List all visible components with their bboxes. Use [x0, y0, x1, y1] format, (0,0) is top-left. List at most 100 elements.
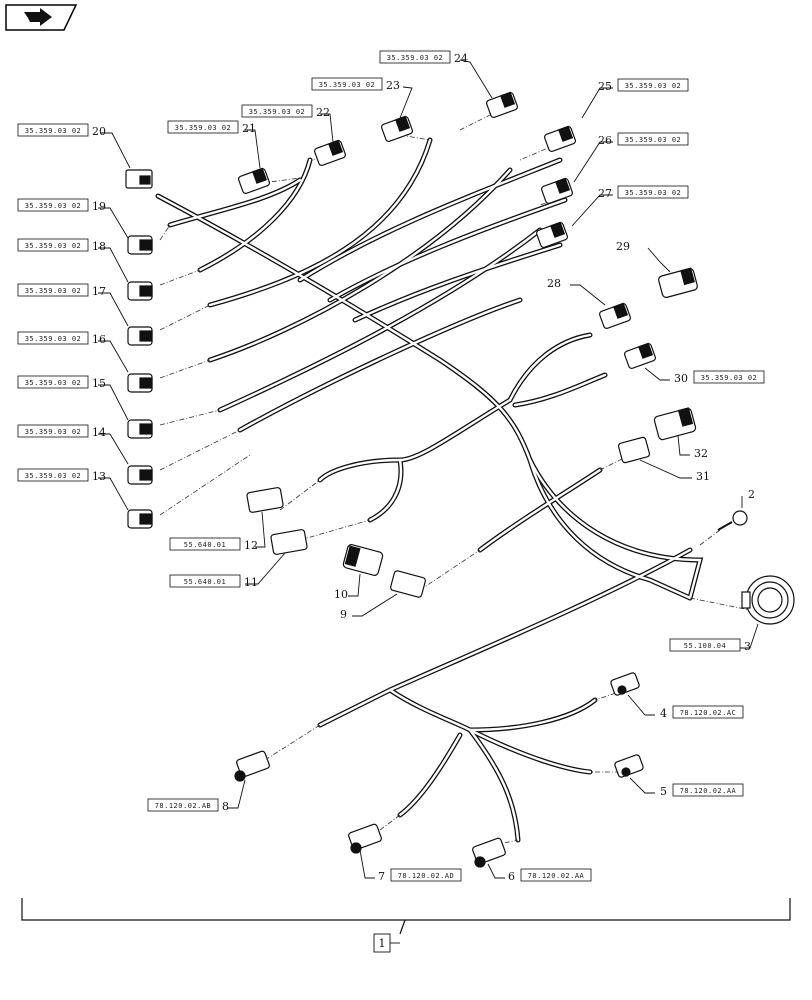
connector-9 — [390, 570, 426, 598]
connector-6 — [472, 837, 506, 868]
callout-25: 35.359.03 02 25 — [598, 78, 689, 93]
callout-11: 55.640.01 11 — [169, 574, 258, 589]
connectors — [125, 91, 795, 868]
reference-code: 78.120.02.AA — [680, 787, 737, 795]
item-number: 22 — [316, 106, 330, 119]
reference-box — [520, 868, 592, 882]
connector-24 — [486, 91, 518, 119]
connector-28 — [599, 302, 631, 330]
callout-4: 78.120.02.AC4 — [660, 705, 744, 720]
item-number: 10 — [334, 588, 348, 601]
callout-2: 2 — [748, 488, 755, 501]
reference-code: 35.359.03 02 — [25, 335, 82, 343]
nav-button[interactable] — [5, 4, 78, 31]
reference-box — [167, 120, 239, 134]
reference-code: 35.359.03 02 — [625, 189, 682, 197]
reference-code: 78.120.02.AD — [398, 872, 455, 880]
connector-21 — [238, 167, 270, 195]
round-connector-3 — [741, 575, 795, 625]
reference-box — [672, 705, 744, 719]
reference-box — [390, 868, 462, 882]
callout-7: 78.120.02.AD 7 — [378, 868, 462, 883]
reference-code: 35.359.03 02 — [625, 82, 682, 90]
reference-code: 78.120.02.AC — [680, 709, 737, 717]
item-number: 26 — [598, 134, 612, 147]
reference-box — [169, 574, 241, 588]
item-number: 11 — [244, 576, 258, 589]
callout-32: 32 — [694, 447, 708, 460]
callout-29: 29 — [616, 240, 630, 253]
reference-code: 35.359.03 02 — [625, 136, 682, 144]
connector-8 — [234, 750, 270, 782]
item-number: 31 — [696, 470, 710, 483]
reference-box — [17, 375, 89, 389]
reference-box — [311, 77, 383, 91]
reference-code: 35.359.03 02 — [25, 242, 82, 250]
reference-code: 35.359.03 02 — [175, 124, 232, 132]
item-number: 23 — [386, 79, 400, 92]
reference-box — [379, 50, 451, 64]
item-number: 14 — [92, 426, 106, 439]
arrow-next-icon — [24, 8, 52, 26]
reference-box — [17, 424, 89, 438]
connector-30 — [624, 342, 656, 370]
reference-code: 35.359.03 02 — [25, 127, 82, 135]
callout-12: 55.640.01 12 — [169, 537, 258, 552]
connector-16 — [127, 373, 153, 393]
callout-31: 31 — [696, 470, 710, 483]
item-number: 25 — [598, 80, 612, 93]
callout-5: 78.120.02.AA5 — [660, 783, 744, 798]
callout-20: 35.359.03 02 20 — [17, 123, 106, 138]
assembly-number: 1 — [379, 937, 386, 950]
item-number: 30 — [674, 372, 688, 385]
item-number: 9 — [340, 608, 347, 621]
reference-code: 35.359.03 02 — [25, 202, 82, 210]
connector-20 — [125, 169, 153, 189]
item-number: 12 — [244, 539, 258, 552]
item-number: 7 — [378, 870, 385, 883]
callout-21: 35.359.03 02 21 — [167, 120, 256, 135]
callout-22: 35.359.03 02 22 — [241, 104, 330, 119]
item-number: 20 — [92, 125, 106, 138]
reference-code: 55.100.04 — [684, 642, 726, 650]
reference-code: 55.640.01 — [184, 541, 226, 549]
item-number: 18 — [92, 240, 106, 253]
item-number: 3 — [744, 640, 751, 653]
connector-7 — [348, 823, 382, 854]
callout-10: 10 — [334, 588, 348, 601]
item-number: 32 — [694, 447, 708, 460]
reference-code: 35.359.03 02 — [25, 287, 82, 295]
reference-box — [617, 132, 689, 146]
reference-code: 35.359.03 02 — [249, 108, 306, 116]
assembly-bracket — [21, 898, 791, 935]
item-number: 21 — [242, 122, 256, 135]
reference-code: 55.640.01 — [184, 578, 226, 586]
callout-23: 35.359.03 02 23 — [311, 77, 400, 92]
callout-9: 9 — [340, 608, 347, 621]
connector-11 — [270, 529, 308, 555]
connector-31 — [617, 436, 651, 464]
reference-box — [669, 638, 741, 652]
item-number: 17 — [92, 285, 106, 298]
connector-18 — [127, 281, 153, 301]
item-number: 16 — [92, 333, 106, 346]
connector-14 — [127, 465, 153, 485]
item-number: 6 — [508, 870, 515, 883]
connector-27 — [536, 221, 568, 249]
reference-box — [672, 783, 744, 797]
reference-code: 35.359.03 02 — [319, 81, 376, 89]
reference-code: 35.359.03 02 — [25, 472, 82, 480]
connector-26 — [541, 177, 573, 205]
reference-code: 78.120.02.AA — [528, 872, 585, 880]
reference-code: 35.359.03 02 — [701, 374, 758, 382]
connector-13 — [127, 509, 153, 529]
callout-30: 35.359.03 02 30 — [674, 370, 765, 385]
connector-5 — [614, 754, 644, 778]
item-number: 24 — [454, 52, 468, 65]
